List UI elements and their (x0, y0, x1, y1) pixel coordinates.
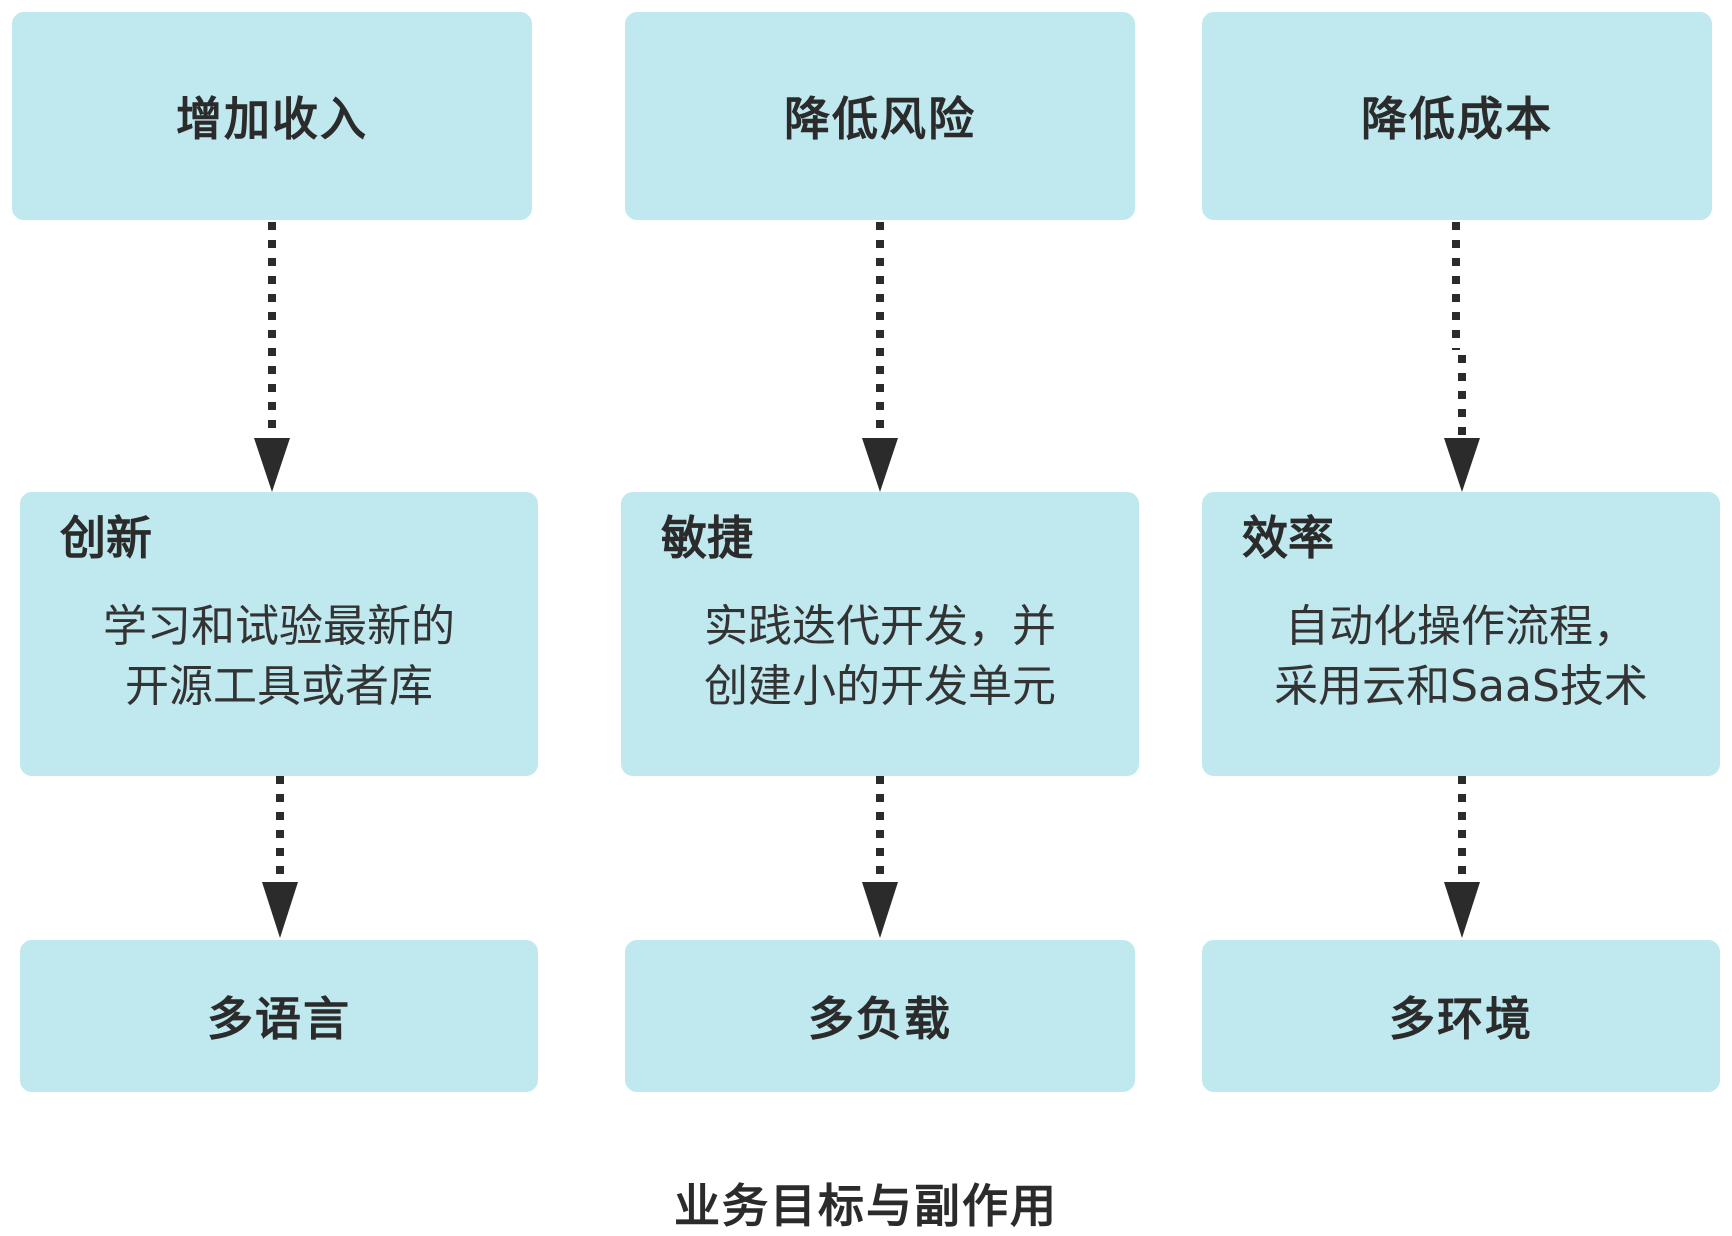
practice-line: 自动化操作流程， (1285, 601, 1637, 652)
connector-practice-to-effect-1 (262, 776, 298, 938)
goal-box-2: 降低风险 (625, 12, 1135, 220)
connector-practice-to-effect-3 (1444, 776, 1480, 938)
connector-goal-to-practice-3 (1444, 222, 1480, 492)
connector-goal-to-practice-1 (254, 222, 290, 492)
practice-description: 学习和试验最新的 开源工具或者库 (20, 597, 538, 717)
practice-description: 实践迭代开发，并 创建小的开发单元 (621, 597, 1139, 717)
effect-label: 多语言 (207, 992, 351, 1046)
goal-box-1: 增加收入 (12, 12, 532, 220)
goal-label: 增加收入 (176, 92, 368, 146)
arrowhead-icon (1444, 882, 1480, 938)
practice-box-1: 创新 学习和试验最新的 开源工具或者库 (20, 492, 538, 776)
effect-label: 多负载 (808, 992, 952, 1046)
practice-line: 实践迭代开发，并 (704, 601, 1056, 652)
effect-box-3: 多环境 (1202, 940, 1720, 1092)
practice-line: 开源工具或者库 (125, 661, 433, 712)
effect-box-2: 多负载 (625, 940, 1135, 1092)
connector-goal-to-practice-2 (862, 222, 898, 492)
practice-title: 效率 (1242, 511, 1334, 565)
arrowhead-icon (1444, 438, 1480, 492)
practice-title: 敏捷 (661, 511, 753, 565)
goal-label: 降低成本 (1361, 92, 1553, 146)
diagram-caption: 业务目标与副作用 (674, 1179, 1058, 1233)
practice-line: 创建小的开发单元 (704, 661, 1056, 712)
practice-title: 创新 (60, 511, 152, 565)
effect-label: 多环境 (1389, 992, 1533, 1046)
practice-line: 学习和试验最新的 (103, 601, 455, 652)
practice-box-2: 敏捷 实践迭代开发，并 创建小的开发单元 (621, 492, 1139, 776)
arrowhead-icon (254, 438, 290, 492)
arrowhead-icon (862, 882, 898, 938)
connector-practice-to-effect-2 (862, 776, 898, 938)
practice-description: 自动化操作流程， 采用云和SaaS技术 (1202, 597, 1720, 717)
practice-line: 采用云和SaaS技术 (1274, 661, 1648, 712)
effect-box-1: 多语言 (20, 940, 538, 1092)
goal-box-3: 降低成本 (1202, 12, 1712, 220)
arrowhead-icon (862, 438, 898, 492)
goal-label: 降低风险 (784, 92, 976, 146)
practice-box-3: 效率 自动化操作流程， 采用云和SaaS技术 (1202, 492, 1720, 776)
arrowhead-icon (262, 882, 298, 938)
